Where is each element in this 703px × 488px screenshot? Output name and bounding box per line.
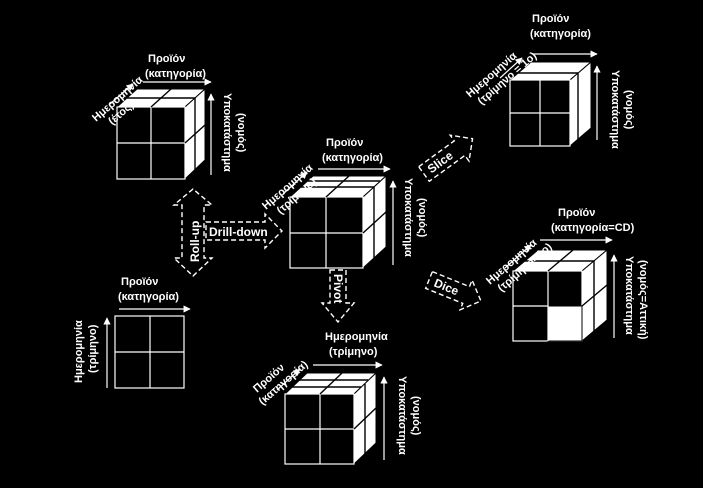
dice-highlight-cell [547, 305, 583, 342]
pivot-label: Pivot [331, 274, 345, 303]
cube-quarter-branch-sub: (νομός) [416, 198, 428, 238]
dice-arrow: Dice [424, 270, 482, 312]
grid-2d-date-label: Ημερομηνία [73, 320, 85, 383]
cube-year-product-sub: (κατηγορία) [145, 68, 206, 80]
cube-slice-branch-label: Υποκατάστημα [609, 70, 621, 149]
roll-up-label: Roll-up [188, 221, 202, 262]
cube-quarter-product-label: Προϊόν [326, 137, 363, 149]
cube-dice-product-sub: (κατηγορία=CD) [551, 222, 635, 234]
cube-dice: Ημερομηνία (τρίμηνο=1ο) Προϊόν (κατηγορί… [484, 207, 649, 343]
cube-pivot-branch-sub: (νομός) [410, 396, 422, 436]
cube-pivot-date-sub: (τρίμηνο) [329, 346, 378, 358]
cube-pivot-date-label: Ημερομηνία [325, 331, 388, 343]
grid-2d-date-sub: (τρίμηνο) [87, 324, 99, 373]
cube-quarter: Ημερομηνία (τρίμηνο) Προϊόν (κατηγορία) … [260, 137, 428, 270]
cube-dice-product-label: Προϊόν [558, 207, 595, 219]
cube-slice-branch-sub: (νομός) [623, 90, 635, 130]
cube-year-branch-label: Υποκατάστημα [221, 93, 233, 172]
cube-slice-product-sub: (κατηγορία) [530, 28, 591, 40]
cube-dice-branch-label: Υποκατάστημα [623, 256, 635, 335]
cube-year-branch-sub: (νομός) [235, 113, 247, 153]
grid-2d-product-label: Προϊόν [121, 276, 158, 288]
slice-arrow: Slice [417, 134, 474, 183]
cube-quarter-branch-label: Υποκατάστημα [402, 178, 414, 257]
cube-pivot-branch-label: Υποκατάστημα [396, 376, 408, 455]
cube-pivot: Προϊόν (κατηγορία) Ημερομηνία (τρίμηνο) … [251, 331, 422, 466]
pivot-arrow: Pivot [320, 269, 356, 324]
cube-slice-product-label: Προϊόν [532, 13, 569, 25]
grid-2d-product-sub: (κατηγορία) [118, 291, 179, 303]
drill-down-arrow: Drill-down [205, 212, 283, 250]
grid-2d: Προϊόν (κατηγορία) Ημερομηνία (τρίμηνο) [73, 276, 191, 389]
cube-year: Ημερομηνία (έτος) Προϊόν (κατηγορία) Υπο… [90, 53, 247, 181]
drill-down-label: Drill-down [209, 225, 268, 239]
roll-up-arrow: Roll-up [172, 188, 214, 277]
cube-slice: Ημερομηνία (τρίμηνο = 1ο) Προϊόν (κατηγο… [464, 13, 635, 149]
cube-dice-branch-sub: (νομός=Αττική) [637, 260, 649, 340]
cube-year-product-label: Προϊόν [148, 53, 185, 65]
cube-quarter-product-sub: (κατηγορία) [322, 152, 383, 164]
